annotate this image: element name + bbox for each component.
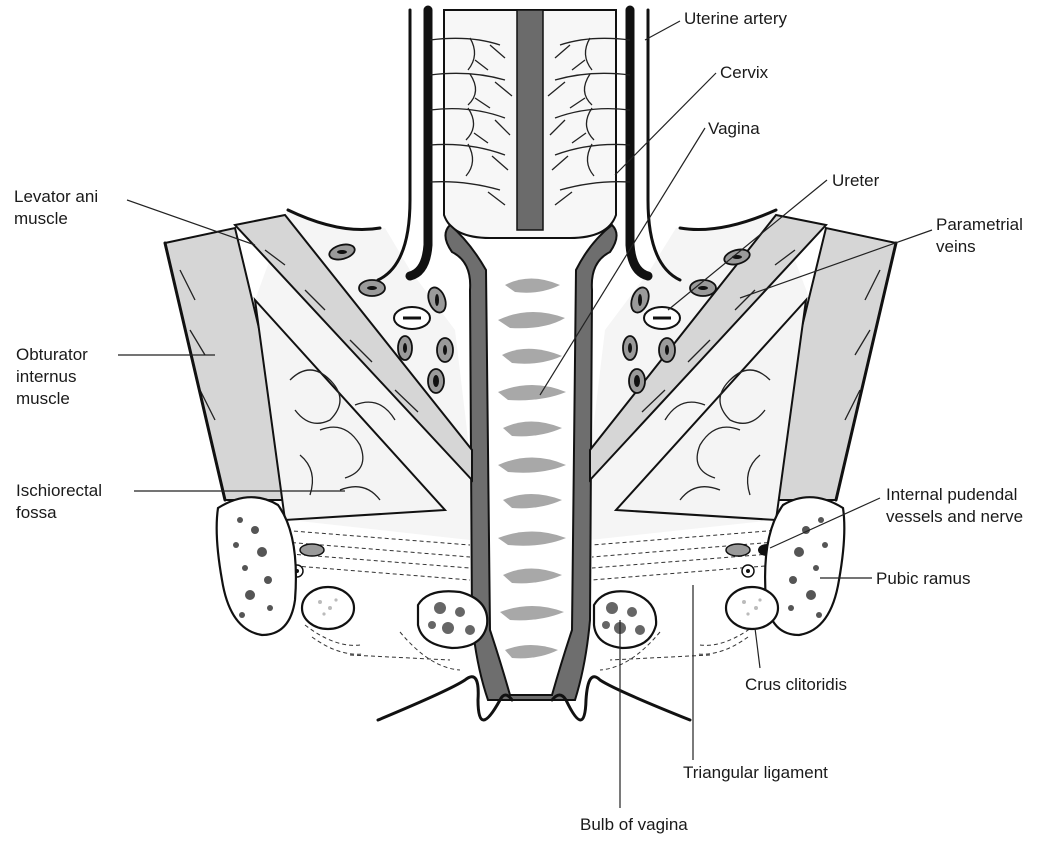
label-ischiorectal-fossa: Ischiorectal fossa	[16, 481, 107, 522]
label-crus-clitoridis: Crus clitoridis	[745, 675, 847, 694]
label-parametrial-veins: Parametrial veins	[936, 215, 1028, 256]
ureter-left	[394, 307, 430, 329]
cervix-column	[378, 10, 680, 280]
label-obturator-internus: Obturator internus muscle	[16, 345, 93, 408]
bulb-of-vagina-left	[418, 591, 487, 648]
ureter-right	[644, 307, 680, 329]
pubic-ramus-left	[217, 497, 296, 635]
label-pubic-ramus: Pubic ramus	[876, 569, 970, 588]
label-uterine-artery: Uterine artery	[684, 9, 787, 28]
label-internal-pudendal: Internal pudendal vessels and nerve	[886, 485, 1023, 526]
label-triangular-ligament: Triangular ligament	[683, 763, 828, 782]
label-vagina: Vagina	[708, 119, 760, 138]
crus-clitoridis-right	[726, 587, 778, 629]
crus-clitoridis-left	[302, 587, 354, 629]
label-cervix: Cervix	[720, 63, 769, 82]
label-ureter: Ureter	[832, 171, 880, 190]
label-bulb-of-vagina: Bulb of vagina	[580, 815, 688, 834]
label-levator-ani: Levator ani muscle	[14, 187, 103, 228]
bulb-of-vagina-right	[594, 591, 656, 648]
